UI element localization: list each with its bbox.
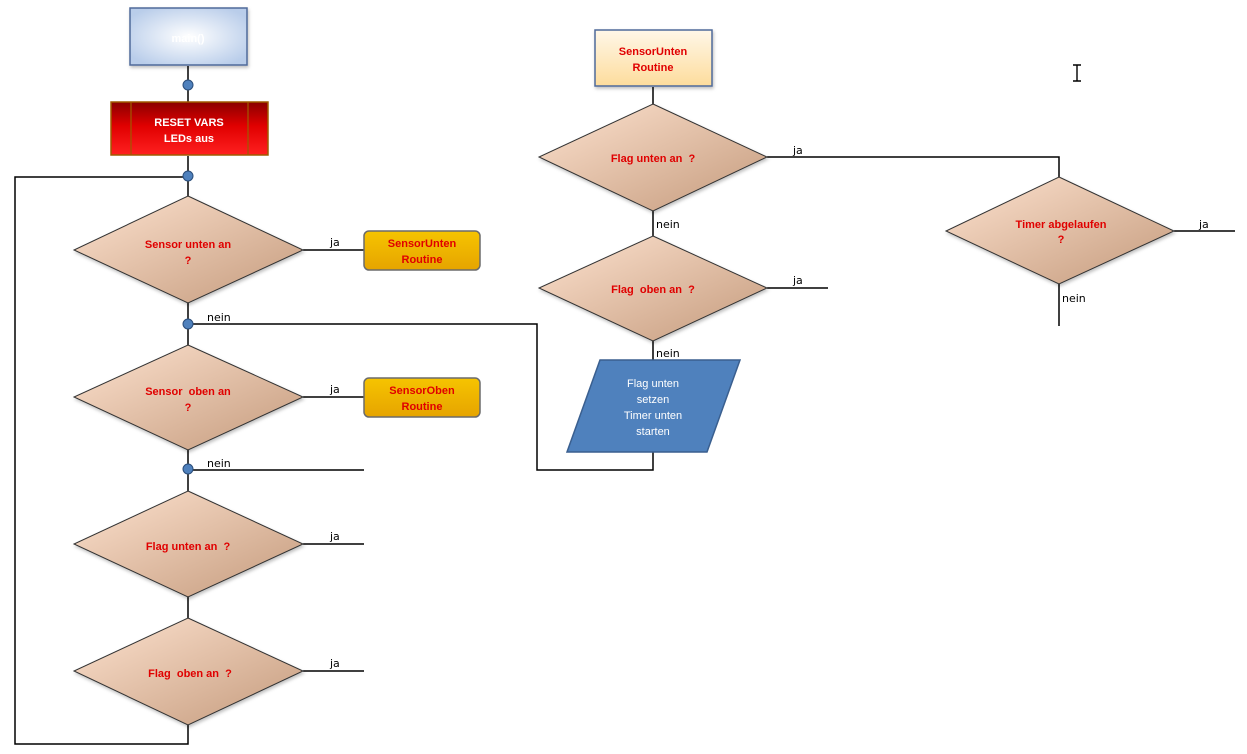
action-label-line2: setzen bbox=[637, 394, 669, 406]
decision-label-line2: ? bbox=[185, 255, 192, 267]
action-label-line3: Timer unten bbox=[624, 410, 682, 422]
action-flag-unten-setzen[interactable]: Flag unten setzen Timer unten starten bbox=[565, 359, 742, 453]
decision-label-line1: Sensor unten an bbox=[145, 239, 231, 251]
decision-label-line1: Flag oben an ? bbox=[611, 284, 695, 296]
text-cursor-icon bbox=[1073, 64, 1081, 82]
entry-box bbox=[594, 29, 713, 87]
connector-dot bbox=[182, 79, 194, 91]
yes-label: ja bbox=[1198, 218, 1209, 231]
line-r-decision1-yes-to-timer bbox=[767, 156, 1060, 177]
decision-diamond bbox=[537, 235, 769, 342]
decision-flag-oben-main[interactable]: Flag oben an ? bbox=[72, 617, 305, 726]
connector-dot bbox=[182, 170, 194, 182]
yes-label: ja bbox=[329, 383, 340, 396]
decision-sensor-oben[interactable]: Sensor oben an ? bbox=[72, 344, 305, 451]
routine-label-line1: SensorOben bbox=[389, 385, 455, 397]
line-decision1-no-to-routine bbox=[188, 323, 654, 471]
yes-label: ja bbox=[329, 530, 340, 543]
reset-node[interactable]: RESET VARS LEDs aus bbox=[110, 101, 269, 156]
routine-entry-node[interactable]: SensorUnten Routine bbox=[594, 29, 713, 87]
routine-label-line2: Routine bbox=[402, 401, 443, 413]
decision-label-line1: Timer abgelaufen bbox=[1016, 219, 1107, 231]
decision-label-line1: Flag unten an ? bbox=[611, 153, 696, 165]
decision-diamond bbox=[537, 103, 769, 212]
no-label: nein bbox=[656, 218, 680, 231]
connector-dot bbox=[182, 463, 194, 475]
start-node[interactable]: main() bbox=[129, 7, 248, 66]
decision-diamond bbox=[72, 344, 305, 451]
yes-label: ja bbox=[329, 657, 340, 670]
yes-label: ja bbox=[792, 274, 803, 287]
decision-label-line1: Sensor oben an bbox=[145, 386, 231, 398]
no-label: nein bbox=[207, 311, 231, 324]
routine-box bbox=[363, 377, 481, 418]
decision-diamond bbox=[72, 617, 305, 726]
reset-label-line1: RESET VARS bbox=[154, 117, 223, 129]
decision-sensor-unten[interactable]: Sensor unten an ? bbox=[72, 195, 305, 304]
connector-dot bbox=[182, 318, 194, 330]
routine-label-line2: Routine bbox=[402, 254, 443, 266]
decision-diamond bbox=[72, 195, 305, 304]
connector-lines bbox=[14, 66, 1235, 745]
line-loop-back bbox=[14, 176, 189, 745]
decision-diamond bbox=[72, 490, 305, 598]
decision-flag-oben-routine[interactable]: Flag oben an ? bbox=[537, 235, 769, 342]
reset-box bbox=[110, 101, 269, 156]
start-box bbox=[129, 7, 248, 66]
decision-label-line1: Flag unten an ? bbox=[146, 541, 231, 553]
routine-sensor-unten[interactable]: SensorUnten Routine bbox=[363, 230, 481, 271]
connector-dots bbox=[182, 79, 194, 475]
no-label: nein bbox=[656, 347, 680, 360]
decision-flag-unten-routine[interactable]: Flag unten an ? bbox=[537, 103, 769, 212]
routine-box bbox=[363, 230, 481, 271]
reset-label-line2: LEDs aus bbox=[164, 133, 214, 145]
decision-label-line2: ? bbox=[1058, 234, 1065, 246]
yes-label: ja bbox=[792, 144, 803, 157]
no-label: nein bbox=[1062, 292, 1086, 305]
action-label-line1: Flag unten bbox=[627, 378, 679, 390]
io-parallelogram bbox=[565, 359, 742, 453]
decision-label-line1: Flag oben an ? bbox=[148, 668, 232, 680]
action-label-line4: starten bbox=[636, 426, 670, 438]
decision-timer-abgelaufen[interactable]: Timer abgelaufen ? bbox=[944, 176, 1176, 285]
routine-sensor-oben[interactable]: SensorOben Routine bbox=[363, 377, 481, 418]
entry-label-line1: SensorUnten bbox=[619, 46, 688, 58]
yes-label: ja bbox=[329, 236, 340, 249]
decision-diamond bbox=[944, 176, 1176, 285]
start-label: main() bbox=[172, 33, 205, 45]
decision-flag-unten-main[interactable]: Flag unten an ? bbox=[72, 490, 305, 598]
decision-label-line2: ? bbox=[185, 402, 192, 414]
entry-label-line2: Routine bbox=[633, 62, 674, 74]
routine-label-line1: SensorUnten bbox=[388, 238, 457, 250]
no-label: nein bbox=[207, 457, 231, 470]
